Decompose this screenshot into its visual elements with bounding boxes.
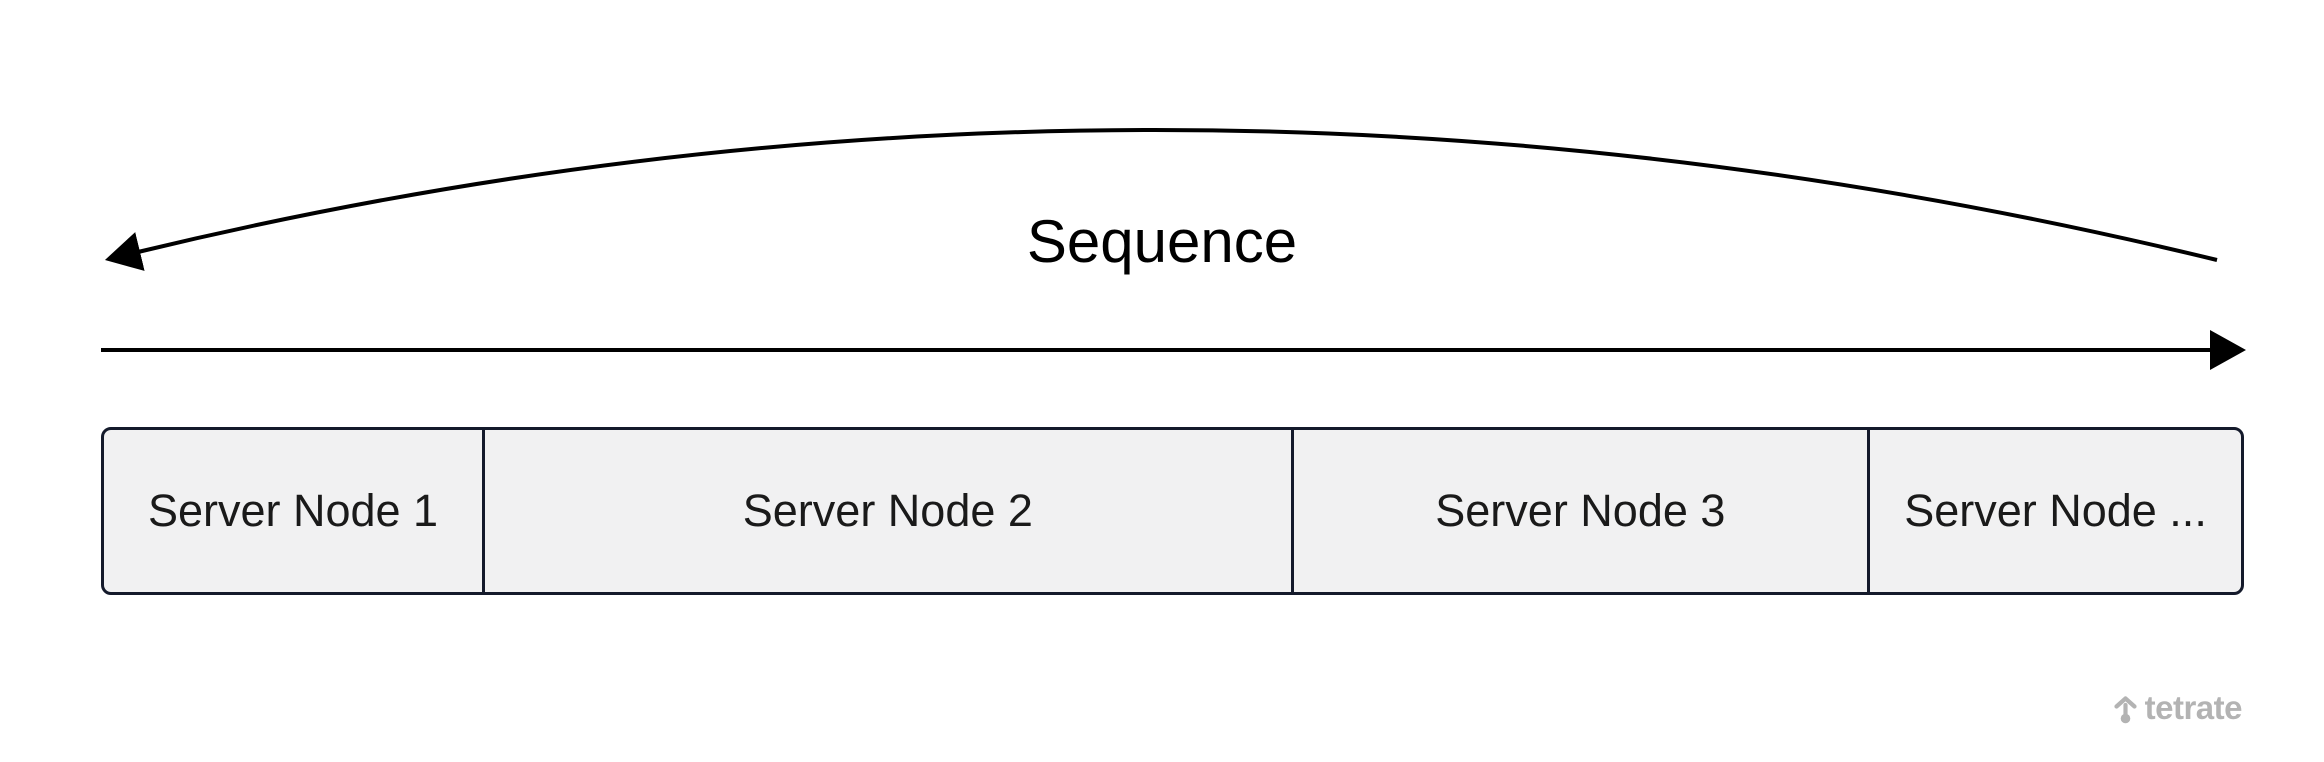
server-node-3-label: Server Node 3 — [1435, 485, 1726, 536]
tetrate-logo-text: tetrate — [2144, 689, 2243, 726]
server-node-1: Server Node 1 — [104, 430, 482, 592]
tetrate-logo: tetrate — [2114, 689, 2243, 726]
sequence-arc-arrow — [104, 127, 2218, 271]
server-node-3: Server Node 3 — [1290, 430, 1867, 592]
server-node-2: Server Node 2 — [482, 430, 1291, 592]
server-node-row: Server Node 1 Server Node 2 Server Node … — [101, 427, 2244, 595]
tetrate-icon — [2114, 696, 2137, 724]
server-node-2-label: Server Node 2 — [742, 485, 1033, 536]
server-node-more-label: Server Node ... — [1904, 485, 2207, 536]
sequence-label: Sequence — [1026, 208, 1298, 275]
server-node-1-label: Server Node 1 — [147, 485, 439, 536]
server-node-more: Server Node ... — [1867, 430, 2241, 592]
